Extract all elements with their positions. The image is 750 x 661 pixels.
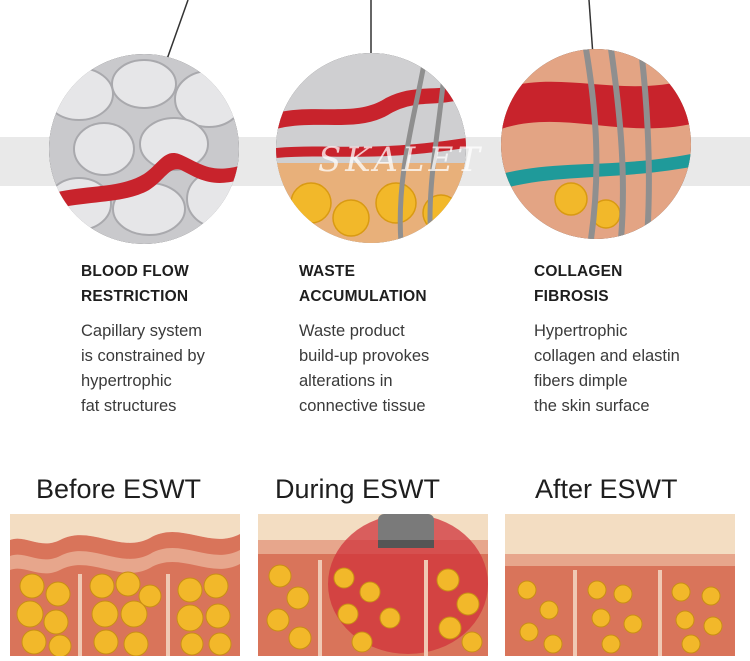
desc-waste: Waste product build-up provokes alterati… xyxy=(299,319,429,419)
desc-line: collagen and elastin xyxy=(534,347,680,365)
blood-flow-illustration xyxy=(49,54,239,244)
title-blood-flow: BLOOD FLOW RESTRICTION xyxy=(81,259,189,309)
title-line: COLLAGEN xyxy=(534,263,623,280)
desc-line: hypertrophic xyxy=(81,372,172,390)
desc-line: Capillary system xyxy=(81,322,203,340)
title-line: FIBROSIS xyxy=(534,288,609,305)
desc-collagen: Hypertrophic collagen and elastin fibers… xyxy=(534,319,680,419)
desc-line: fat structures xyxy=(81,397,177,415)
desc-line: is constrained by xyxy=(81,347,205,365)
desc-line: connective tissue xyxy=(299,397,426,415)
collagen-fibrosis-illustration xyxy=(501,49,691,239)
desc-line: Waste product xyxy=(299,322,405,340)
skin-during-panel xyxy=(258,514,488,661)
skin-after-panel xyxy=(505,514,735,661)
desc-line: alterations in xyxy=(299,372,393,390)
pointer-line-3 xyxy=(588,0,594,57)
stage-before-label: Before ESWT xyxy=(36,474,202,504)
title-waste: WASTE ACCUMULATION xyxy=(299,259,427,309)
desc-blood-flow: Capillary system is constrained by hyper… xyxy=(81,319,205,419)
desc-line: build-up provokes xyxy=(299,347,430,365)
stage-after-label: After ESWT xyxy=(535,474,678,504)
title-line: RESTRICTION xyxy=(81,288,189,305)
pointer-line-1 xyxy=(165,0,189,63)
pointer-lines xyxy=(165,0,594,63)
skin-before-panel xyxy=(10,514,240,661)
title-line: BLOOD FLOW xyxy=(81,263,189,280)
title-line: ACCUMULATION xyxy=(299,288,427,305)
stage-during-label: During ESWT xyxy=(275,474,441,504)
watermark: SKALET xyxy=(318,140,484,180)
title-line: WASTE xyxy=(299,263,356,280)
title-collagen: COLLAGEN FIBROSIS xyxy=(534,259,623,309)
desc-line: Hypertrophic xyxy=(534,322,628,340)
desc-line: fibers dimple xyxy=(534,372,628,390)
desc-line: the skin surface xyxy=(534,397,650,415)
